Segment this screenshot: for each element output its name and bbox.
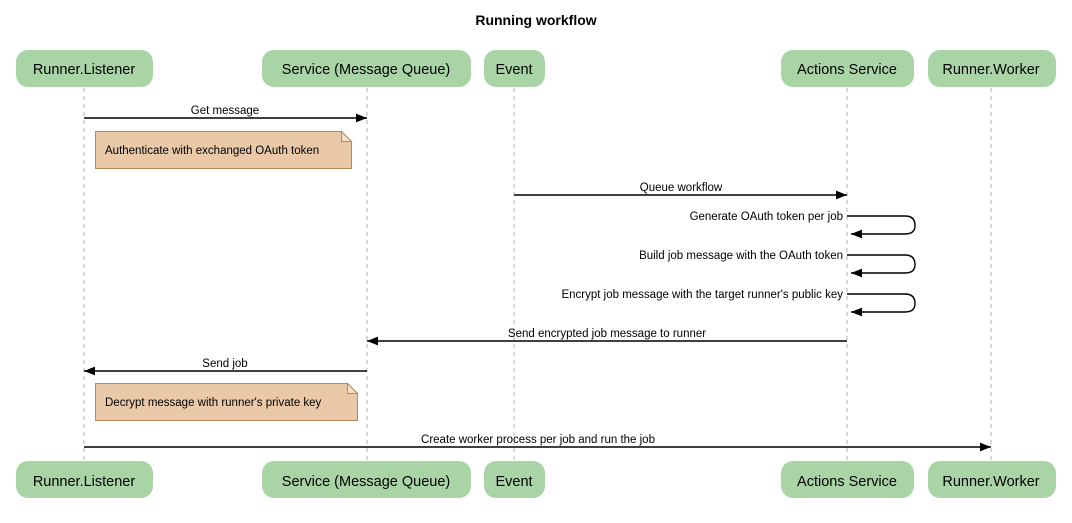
actor-headers-bottom: Runner.Listener Service (Message Queue) … bbox=[16, 461, 1056, 498]
actor-box-bottom-runner-worker[interactable] bbox=[928, 461, 1056, 498]
message-label-build-job-message: Build job message with the OAuth token bbox=[639, 250, 843, 262]
message-generate-oauth-token-per-job[interactable]: Generate OAuth token per job bbox=[690, 211, 916, 239]
message-label-encrypt-job-message: Encrypt job message with the target runn… bbox=[561, 289, 843, 301]
actor-top-service-message-queue[interactable]: Service (Message Queue) bbox=[262, 50, 471, 87]
actor-label-actions-service: Actions Service bbox=[797, 62, 897, 78]
message-send-job[interactable]: Send job bbox=[84, 358, 367, 376]
actor-top-actions-service[interactable]: Actions Service bbox=[781, 50, 914, 87]
actor-top-runner-worker[interactable]: Runner.Worker bbox=[928, 50, 1056, 87]
message-get-message[interactable]: Get message bbox=[84, 105, 367, 123]
message-encrypt-job-message[interactable]: Encrypt job message with the target runn… bbox=[561, 289, 916, 317]
message-label-queue-workflow: Queue workflow bbox=[640, 182, 723, 194]
message-create-worker-process-per-job-and-run-the-job[interactable]: Create worker process per job and run th… bbox=[84, 434, 991, 452]
actor-box-bottom-actions-service[interactable] bbox=[781, 461, 914, 498]
actor-top-runner-listener[interactable]: Runner.Listener bbox=[16, 50, 153, 87]
note-fold-corner-icon bbox=[341, 130, 353, 142]
actor-label-bottom-actions-service: Actions Service bbox=[797, 474, 897, 490]
actor-label-bottom-service-message-queue: Service (Message Queue) bbox=[282, 474, 450, 490]
message-label-send-encrypted-job-message: Send encrypted job message to runner bbox=[508, 328, 706, 340]
actor-label-bottom-event: Event bbox=[495, 474, 532, 490]
actor-top-event[interactable]: Event bbox=[484, 50, 545, 87]
actor-box-runner-worker[interactable] bbox=[928, 50, 1056, 87]
actor-label-bottom-runner-listener: Runner.Listener bbox=[33, 474, 136, 490]
message-label-get-message: Get message bbox=[191, 105, 259, 117]
message-send-encrypted-job-message-to-runner[interactable]: Send encrypted job message to runner bbox=[367, 328, 847, 346]
actor-label-runner-listener: Runner.Listener bbox=[33, 62, 136, 78]
page-title: Running workflow bbox=[475, 12, 596, 28]
actor-label-service-message-queue: Service (Message Queue) bbox=[282, 62, 450, 78]
note-label-decrypt: Decrypt message with runner's private ke… bbox=[105, 397, 322, 409]
message-build-job-message-with-the-oauth-token[interactable]: Build job message with the OAuth token bbox=[639, 250, 916, 278]
note-body-decrypt bbox=[95, 383, 358, 421]
actor-bottom-service-message-queue[interactable]: Service (Message Queue) bbox=[262, 461, 471, 498]
actor-label-event: Event bbox=[495, 62, 532, 78]
actor-headers-top: Runner.Listener Service (Message Queue) … bbox=[16, 50, 1056, 87]
note-body-authenticate bbox=[95, 131, 352, 169]
note-decrypt-message-with-runners-private-key: Decrypt message with runner's private ke… bbox=[95, 382, 359, 421]
note-label-authenticate: Authenticate with exchanged OAuth token bbox=[105, 145, 319, 157]
actor-box-runner-listener[interactable] bbox=[16, 50, 153, 87]
actor-bottom-runner-listener[interactable]: Runner.Listener bbox=[16, 461, 153, 498]
message-selfloop-build-job-message bbox=[847, 254, 916, 278]
actor-bottom-runner-worker[interactable]: Runner.Worker bbox=[928, 461, 1056, 498]
actor-box-service-message-queue[interactable] bbox=[262, 50, 471, 87]
lifelines-group bbox=[83, 88, 992, 461]
actor-label-runner-worker: Runner.Worker bbox=[942, 62, 1039, 78]
note-fold-corner-icon bbox=[347, 382, 359, 394]
message-queue-workflow[interactable]: Queue workflow bbox=[514, 182, 847, 200]
message-selfloop-encrypt-job-message bbox=[847, 293, 916, 317]
actor-bottom-actions-service[interactable]: Actions Service bbox=[781, 461, 914, 498]
actor-box-bottom-event[interactable] bbox=[484, 461, 545, 498]
actor-bottom-event[interactable]: Event bbox=[484, 461, 545, 498]
message-label-send-job: Send job bbox=[202, 358, 247, 370]
actor-box-actions-service[interactable] bbox=[781, 50, 914, 87]
message-label-generate-oauth-token-per-job: Generate OAuth token per job bbox=[690, 211, 843, 223]
actor-label-bottom-runner-worker: Runner.Worker bbox=[942, 474, 1039, 490]
actor-box-bottom-service-message-queue[interactable] bbox=[262, 461, 471, 498]
message-label-create-worker-process: Create worker process per job and run th… bbox=[421, 434, 655, 446]
note-authenticate-with-exchanged-oauth-token: Authenticate with exchanged OAuth token bbox=[95, 130, 353, 169]
actor-box-event[interactable] bbox=[484, 50, 545, 87]
actor-box-bottom-runner-listener[interactable] bbox=[16, 461, 153, 498]
message-selfloop-generate-oauth-token-per-job bbox=[847, 215, 916, 239]
